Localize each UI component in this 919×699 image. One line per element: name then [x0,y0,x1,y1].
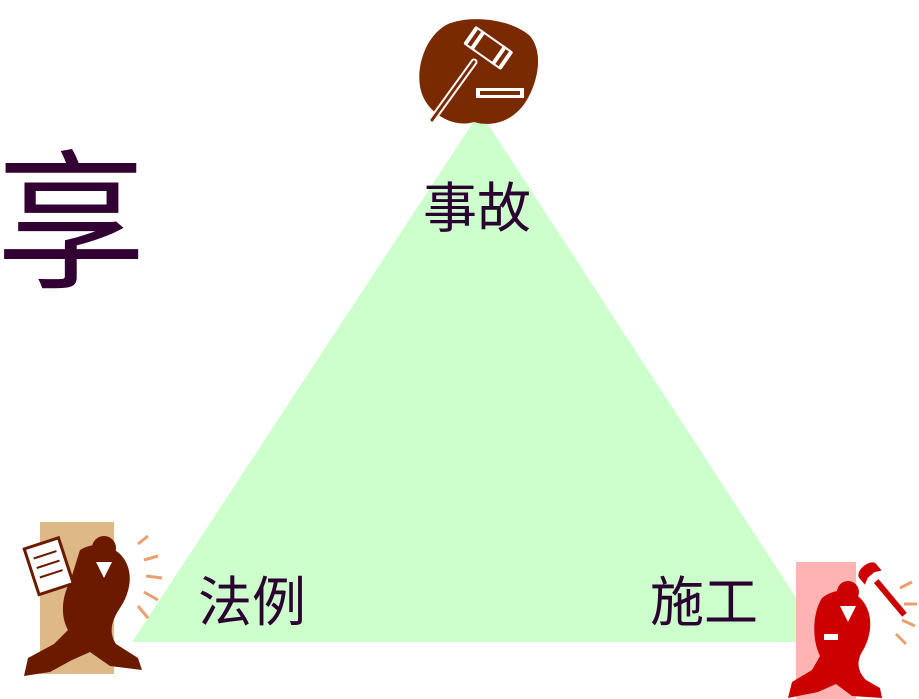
gavel-icon [419,19,539,124]
lawyer-with-document-icon [22,522,163,676]
label-accident: 事故 [423,177,531,240]
label-construction: 施工 [650,571,758,634]
triangle-shape [132,112,825,642]
label-law: 法例 [198,571,306,634]
worker-with-wrench-icon [788,560,917,699]
large-character: 享 [0,138,147,312]
